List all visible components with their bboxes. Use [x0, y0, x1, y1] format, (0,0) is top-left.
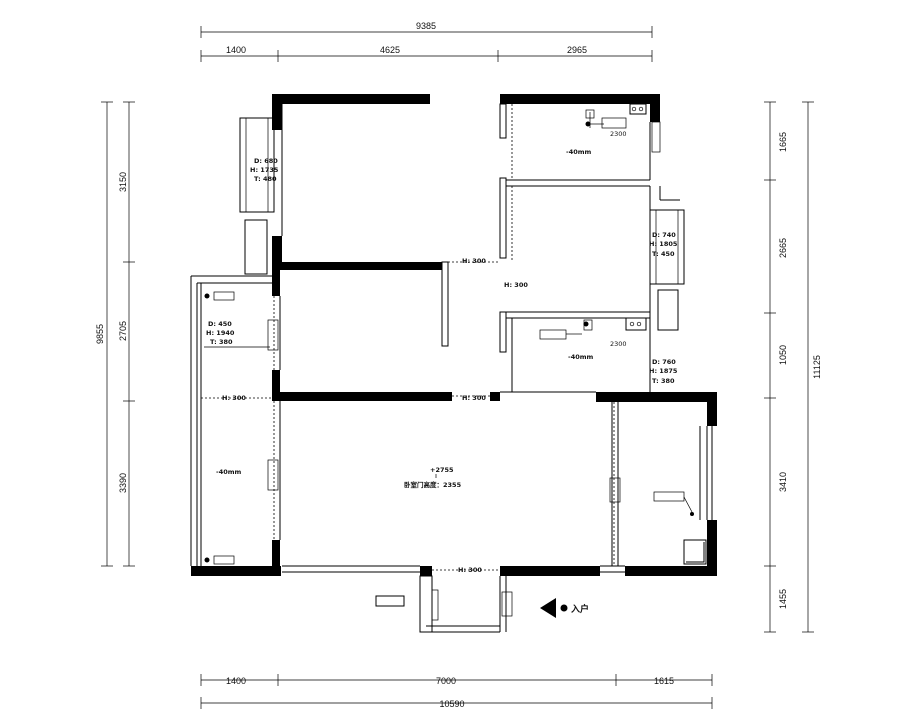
door-height-note: 卧室门高度：2355: [404, 480, 462, 489]
svg-text:H: 1805: H: 1805: [649, 240, 678, 248]
top-dim-3: 2965: [567, 45, 587, 55]
floor-level-2: -40mm: [568, 353, 594, 361]
bottom-dim-2: 7000: [436, 676, 456, 686]
window-spec-4: D: 760 H: 1875 T: 380: [649, 358, 678, 385]
h-label-3: H: 300: [222, 394, 246, 402]
svg-text:D: 760: D: 760: [652, 358, 676, 366]
top-dimensions: 9385 1400 4625 2965: [200, 21, 653, 62]
window-spec-3: D: 450 H: 1940 T: 380: [204, 320, 270, 348]
door-openings: [201, 104, 615, 571]
bottom-total-dim: 10590: [439, 699, 464, 709]
h-label-2: H: 300: [504, 281, 528, 289]
bottom-dim-1: 1400: [226, 676, 246, 686]
right-dim-1: 1665: [778, 132, 788, 152]
right-total-dim: 11125: [812, 355, 822, 379]
right-dimensions: 1665 2665 1050 3410 1455 11125: [764, 101, 822, 633]
right-dim-2: 2665: [778, 238, 788, 258]
center-height: +2755: [430, 466, 454, 474]
svg-text:H: 1735: H: 1735: [250, 166, 279, 174]
floor-level-3: -40mm: [216, 468, 242, 476]
right-dim-5: 1455: [778, 589, 788, 609]
left-dim-3: 3390: [118, 473, 128, 493]
svg-text:D: 680: D: 680: [254, 157, 278, 165]
svg-text:T: 380: T: 380: [652, 377, 675, 385]
left-dimensions: 9855 3150 2705 3390: [95, 101, 135, 567]
left-dim-2: 2705: [118, 321, 128, 341]
height-labels: H: 300 H: 300 H: 300 H: 300 H: 300: [222, 257, 528, 574]
entry-marker: 入户: [540, 598, 589, 618]
entry-label: 入户: [570, 603, 589, 615]
right-dim-3: 1050: [778, 345, 788, 365]
svg-text:D: 740: D: 740: [652, 231, 676, 239]
small-tag-2: 2300: [610, 340, 627, 348]
window-spec-2: D: 740 H: 1805 T: 450: [649, 231, 678, 258]
right-dim-4: 3410: [778, 472, 788, 492]
window-spec-1: D: 680 H: 1735 T: 480: [250, 157, 279, 183]
entry-arrow-icon: [540, 598, 556, 618]
left-total-dim: 9855: [95, 324, 105, 344]
bottom-dim-3: 1615: [654, 676, 674, 686]
center-note: +2755 卧室门高度：2355: [404, 466, 462, 489]
h-label-4: H: 300: [462, 394, 486, 402]
small-tag-1: 2300: [610, 130, 627, 138]
fixtures: 2300 2300: [204, 103, 694, 621]
top-dim-1: 1400: [226, 45, 246, 55]
svg-text:D: 450: D: 450: [208, 320, 232, 328]
bottom-dimensions: 1400 7000 1615 10590: [200, 674, 713, 709]
h-label-5: H: 300: [458, 566, 482, 574]
top-total-dim: 9385: [416, 21, 436, 31]
floor-level-1: -40mm: [566, 148, 592, 156]
svg-text:T: 380: T: 380: [210, 338, 233, 346]
top-dim-2: 4625: [380, 45, 400, 55]
svg-text:H: 1940: H: 1940: [206, 329, 235, 337]
h-label-1: H: 300: [462, 257, 486, 265]
svg-text:H: 1875: H: 1875: [649, 367, 678, 375]
svg-text:T: 450: T: 450: [652, 250, 675, 258]
svg-text:T: 480: T: 480: [254, 175, 277, 183]
left-dim-1: 3150: [118, 172, 128, 192]
thin-walls: [190, 103, 713, 633]
floor-levels: -40mm -40mm -40mm: [216, 148, 594, 476]
